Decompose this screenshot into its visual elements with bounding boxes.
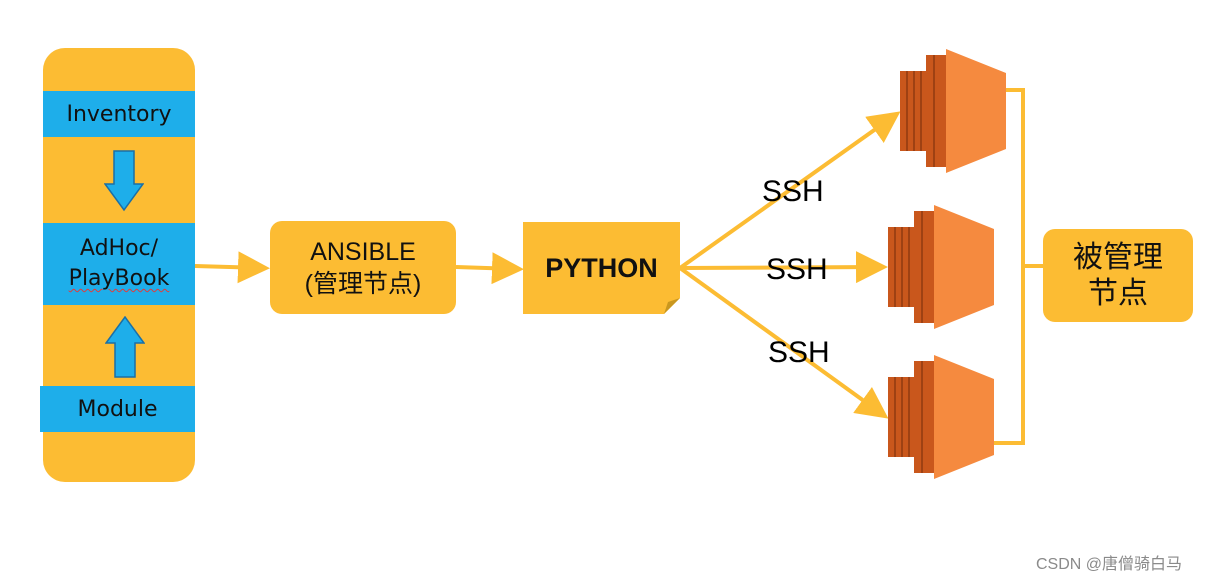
arrow-python-to-server-2 <box>679 251 888 284</box>
arrow-down-icon <box>104 150 144 212</box>
bracket-to-managed <box>992 88 1043 445</box>
managed-nodes-box: 被管理 节点 <box>1043 229 1193 322</box>
playbook-label: PlayBook <box>68 266 170 291</box>
server-icon <box>888 205 994 329</box>
arrow-up-icon <box>105 316 145 378</box>
arrow-stack-to-ansible <box>194 251 270 284</box>
server-icon <box>900 49 1006 173</box>
adhoc-label: AdHoc/ <box>79 236 159 261</box>
inventory-box: Inventory <box>43 91 195 137</box>
ansible-title: ANSIBLE <box>310 237 416 266</box>
ansible-subtitle: (管理节点) <box>304 269 422 298</box>
module-box: Module <box>40 386 195 432</box>
arrow-ansible-to-python <box>455 252 524 285</box>
arrow-python-to-server-1 <box>678 111 901 270</box>
ssh-label: SSH <box>762 175 824 208</box>
module-label: Module <box>77 396 158 422</box>
inventory-label: Inventory <box>66 101 172 127</box>
folded-corner <box>664 298 680 314</box>
ssh-label: SSH <box>766 253 828 286</box>
managed-subtitle: 节点 <box>1088 276 1148 310</box>
arrow-python-to-server-3 <box>678 266 889 419</box>
ansible-control-node-box: ANSIBLE (管理节点) <box>270 221 456 314</box>
python-box: PYTHON <box>523 222 680 314</box>
server-icon <box>888 355 994 479</box>
managed-title: 被管理 <box>1073 240 1163 274</box>
watermark: CSDN @唐僧骑白马 <box>1036 556 1183 573</box>
ssh-label: SSH <box>768 336 830 369</box>
adhoc-playbook-box: AdHoc/ PlayBook <box>43 223 195 305</box>
python-label: PYTHON <box>545 252 658 283</box>
